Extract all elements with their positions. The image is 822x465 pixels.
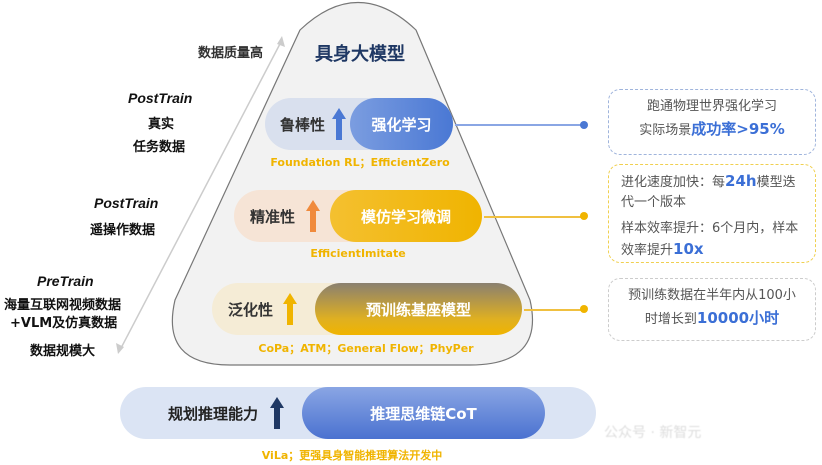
imitation-result-box: 进化速度加快：每24h模型迭代一个版本 样本效率提升：6个月内，样本效率提升10… <box>608 164 816 263</box>
data-label: 真实 <box>148 117 175 132</box>
row-label: 鲁棒性 <box>280 116 326 134</box>
highlight-value: 成功率>95% <box>691 120 785 138</box>
stage-label: PostTrain <box>128 90 193 106</box>
row-label: 精准性 <box>250 208 296 226</box>
row-caption: Foundation RL；EfficientZero <box>270 156 450 169</box>
up-arrow-icon <box>306 200 320 232</box>
highlight-value: 10x <box>673 240 704 258</box>
connector-dot <box>580 212 588 220</box>
row-caption: CoPa；ATM；General Flow；PhyPer <box>258 342 474 355</box>
data-label: 遥操作数据 <box>90 223 156 238</box>
data-label: 海量互联网视频数据 <box>4 298 122 313</box>
up-arrow-icon <box>270 397 284 429</box>
quality-high-label: 数据质量高 <box>198 46 264 61</box>
stage-label: PreTrain <box>37 273 94 289</box>
pyramid-shape <box>171 2 534 366</box>
box-text: 进化速度加快：每 <box>621 175 726 190</box>
box-text: 预训练数据在半年内从100小时增长到 <box>628 288 796 327</box>
connector-line <box>524 309 583 311</box>
row-caption: ViLa；更强具身智能推理算法开发中 <box>261 449 443 462</box>
cot-pill: 推理思维链CoT <box>302 387 545 439</box>
connector-dot <box>580 121 588 129</box>
box-text: 跑通物理世界强化学习 <box>646 99 777 114</box>
up-arrow-icon <box>283 293 297 325</box>
rl-pill: 强化学习 <box>350 98 453 150</box>
imitation-pill: 模仿学习微调 <box>330 190 482 242</box>
up-arrow-icon <box>332 108 346 140</box>
box-text: 模型迭代一个版本 <box>621 175 796 210</box>
stage-label: PostTrain <box>94 195 159 211</box>
pretrain-pill: 预训练基座模型 <box>315 283 522 335</box>
connector-line <box>455 124 583 126</box>
data-label: 任务数据 <box>133 140 186 155</box>
diagram-title: 具身大模型 <box>315 44 405 65</box>
quality-scale-arrow <box>119 39 283 351</box>
row-label: 泛化性 <box>228 301 274 319</box>
highlight-value: 10000小时 <box>696 309 780 327</box>
row-label: 规划推理能力 <box>168 405 259 423</box>
scale-large-label: 数据规模大 <box>30 344 96 359</box>
watermark: 公众号 · 新智元 <box>604 425 702 441</box>
connector-dot <box>580 305 588 313</box>
data-label: +VLM及仿真数据 <box>10 316 118 331</box>
rl-result-box: 跑通物理世界强化学习 实际场景成功率>95% <box>608 89 816 155</box>
highlight-value: 24h <box>725 172 757 190</box>
connector-line <box>484 216 583 218</box>
pretrain-result-box: 预训练数据在半年内从100小时增长到10000小时 <box>608 278 816 341</box>
box-text: 实际场景 <box>639 123 692 138</box>
row-caption: EfficientImitate <box>310 247 406 260</box>
box-text: 样本效率提升：6个月内，样本效率提升 <box>621 221 799 258</box>
